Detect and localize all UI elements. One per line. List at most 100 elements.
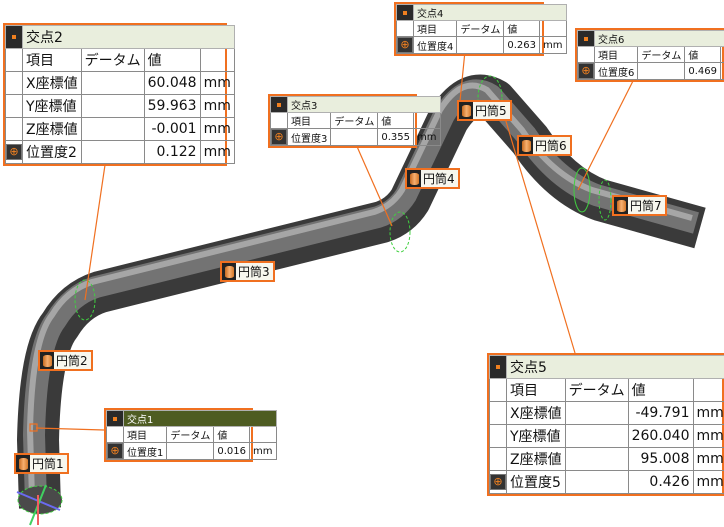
unit-cell: mm bbox=[249, 442, 277, 460]
column-header: データム bbox=[330, 112, 379, 129]
cylinder-label-text: 円筒3 bbox=[238, 265, 270, 279]
column-header bbox=[539, 20, 567, 37]
cylinder-label-1[interactable]: 円筒1 bbox=[14, 453, 69, 474]
datum-cell bbox=[564, 447, 629, 471]
cylinder-label-6[interactable]: 円筒6 bbox=[517, 135, 572, 156]
value-cell: 0.426 bbox=[627, 470, 694, 494]
point-icon bbox=[396, 4, 414, 21]
unit-cell: mm bbox=[692, 401, 724, 425]
item-cell: Z座標値 bbox=[506, 447, 566, 471]
cylinder-label-text: 円筒1 bbox=[32, 457, 64, 471]
cylinder-icon bbox=[519, 137, 533, 154]
leader-lines bbox=[29, 50, 636, 432]
datum-cell bbox=[330, 128, 379, 146]
value-cell: 0.469 bbox=[684, 62, 722, 80]
table-title: 交点4 bbox=[413, 4, 567, 21]
item-cell: Y座標値 bbox=[506, 424, 566, 448]
value-cell: 60.048 bbox=[143, 71, 201, 95]
datum-cell bbox=[564, 470, 629, 494]
column-header: 項目 bbox=[22, 48, 82, 72]
unit-cell: mm bbox=[692, 447, 724, 471]
unit-cell: mm bbox=[539, 36, 567, 54]
cylinder-label-text: 円筒5 bbox=[475, 104, 507, 118]
cylinder-icon bbox=[222, 263, 236, 280]
column-header: データム bbox=[564, 378, 629, 402]
column-header: 項目 bbox=[122, 426, 168, 443]
item-cell: Y座標値 bbox=[22, 94, 82, 118]
item-cell: 位置度2 bbox=[22, 140, 82, 164]
column-header: 値 bbox=[503, 20, 541, 37]
table-title: 交点6 bbox=[594, 30, 724, 47]
column-header: データム bbox=[456, 20, 505, 37]
position-tolerance-icon: ⊕ bbox=[490, 474, 506, 490]
unit-cell: mm bbox=[199, 71, 235, 95]
column-header: データム bbox=[80, 48, 145, 72]
table-title: 交点3 bbox=[287, 96, 441, 113]
table-title-row: 交点6 bbox=[577, 30, 724, 47]
cylinder-label-text: 円筒2 bbox=[56, 354, 88, 368]
column-header bbox=[249, 426, 277, 443]
unit-cell: mm bbox=[692, 470, 724, 494]
cylinder-label-2[interactable]: 円筒2 bbox=[38, 350, 93, 371]
cylinder-label-3[interactable]: 円筒3 bbox=[220, 261, 275, 282]
column-header: 項目 bbox=[286, 112, 332, 129]
unit-cell: mm bbox=[692, 424, 724, 448]
cylinder-label-7[interactable]: 円筒7 bbox=[612, 195, 667, 216]
column-header: データム bbox=[637, 46, 686, 63]
unit-cell: mm bbox=[199, 140, 235, 164]
cylinder-icon bbox=[16, 455, 30, 472]
point-icon bbox=[5, 25, 23, 49]
table-header-row: 項目データム値 bbox=[270, 112, 441, 129]
unit-cell: mm bbox=[199, 117, 235, 141]
column-header bbox=[199, 48, 235, 72]
point-icon bbox=[270, 96, 288, 113]
datum-cell bbox=[637, 62, 686, 80]
value-cell: -49.791 bbox=[627, 401, 694, 425]
item-cell: 位置度1 bbox=[122, 442, 168, 460]
value-cell: 0.355 bbox=[377, 128, 415, 146]
item-cell: 位置度5 bbox=[506, 470, 566, 494]
table-title: 交点5 bbox=[506, 355, 724, 379]
datum-cell bbox=[166, 442, 215, 460]
value-cell: 0.263 bbox=[503, 36, 541, 54]
value-cell: 0.016 bbox=[213, 442, 251, 460]
cylinder-label-5[interactable]: 円筒5 bbox=[457, 100, 512, 121]
datum-cell bbox=[80, 117, 145, 141]
unit-cell: mm bbox=[720, 62, 724, 80]
column-header: 項目 bbox=[593, 46, 639, 63]
value-cell: 59.963 bbox=[143, 94, 201, 118]
table-title-row: 交点1 bbox=[106, 410, 277, 427]
unit-cell: mm bbox=[413, 128, 441, 146]
position-tolerance-icon: ⊕ bbox=[578, 63, 594, 79]
column-header: 値 bbox=[627, 378, 694, 402]
column-header: 値 bbox=[377, 112, 415, 129]
table-title-row: 交点3 bbox=[270, 96, 441, 113]
column-header bbox=[413, 112, 441, 129]
cylinder-icon bbox=[459, 102, 473, 119]
table-header-row: 項目データム値 bbox=[577, 46, 724, 63]
coordinate-axes-icon bbox=[16, 484, 61, 526]
column-header bbox=[720, 46, 724, 63]
value-cell: 260.040 bbox=[627, 424, 694, 448]
column-header: データム bbox=[166, 426, 215, 443]
item-cell: Z座標値 bbox=[22, 117, 82, 141]
item-cell: 位置度3 bbox=[286, 128, 332, 146]
cylinder-label-4[interactable]: 円筒4 bbox=[405, 168, 460, 189]
datum-cell bbox=[564, 401, 629, 425]
column-header: 値 bbox=[213, 426, 251, 443]
